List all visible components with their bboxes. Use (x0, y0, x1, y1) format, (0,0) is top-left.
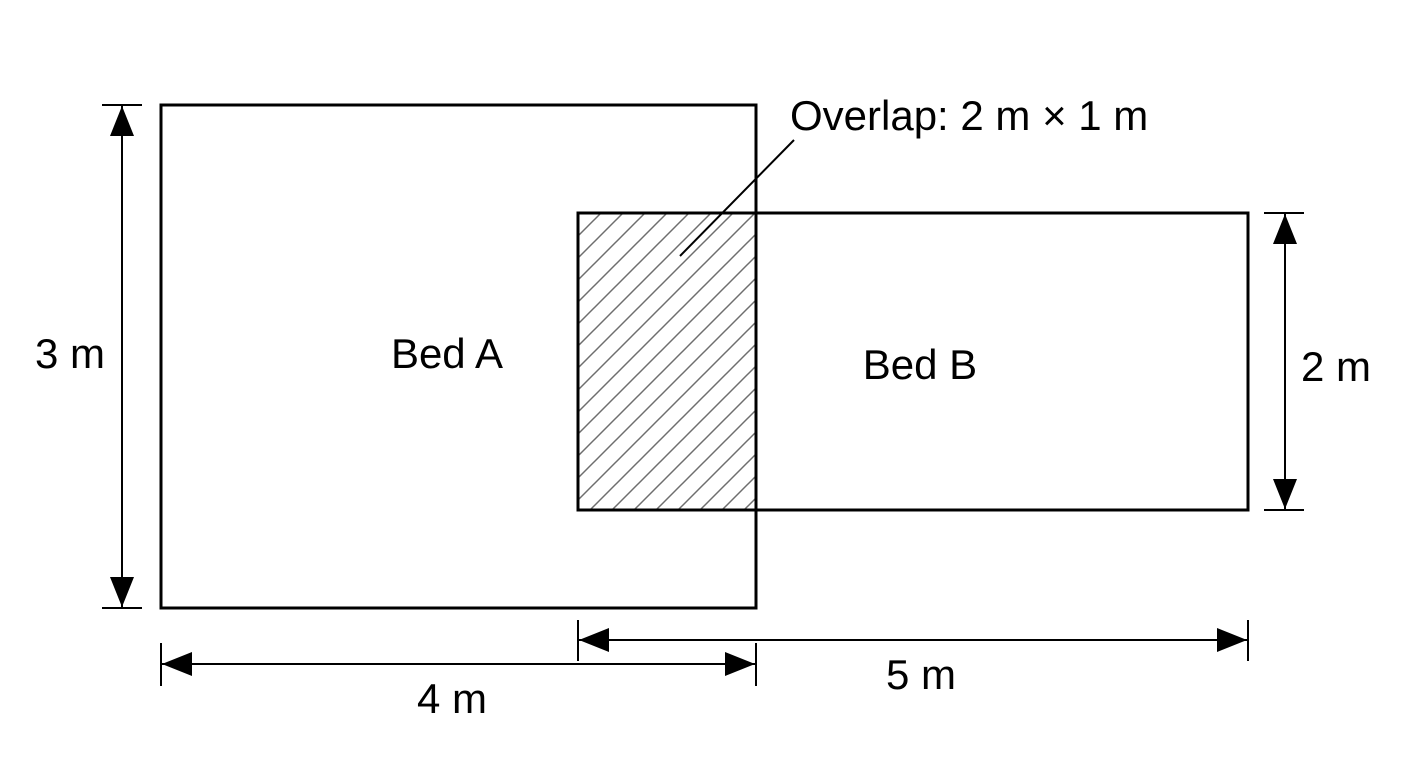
bed-a-height-dimension (102, 104, 142, 609)
overlap-leader-line (679, 139, 795, 257)
bed-a-label: Bed A (391, 330, 503, 377)
bed-b-rect (576, 211, 1250, 512)
bed-b-label: Bed B (863, 341, 977, 388)
bed-a-width-label: 4 m (417, 675, 487, 722)
bed-b-height-dimension (1264, 212, 1304, 511)
bed-a-rect (159, 103, 758, 610)
overlap-label: Overlap: 2 m × 1 m (790, 92, 1148, 139)
bed-b-height-label: 2 m (1301, 343, 1371, 390)
bed-b-width-label: 5 m (886, 651, 956, 698)
bed-a-height-label: 3 m (35, 330, 105, 377)
overlap-region (578, 213, 756, 510)
bed-a-width-dimension (160, 643, 757, 686)
bed-b-width-dimension (577, 620, 1249, 661)
